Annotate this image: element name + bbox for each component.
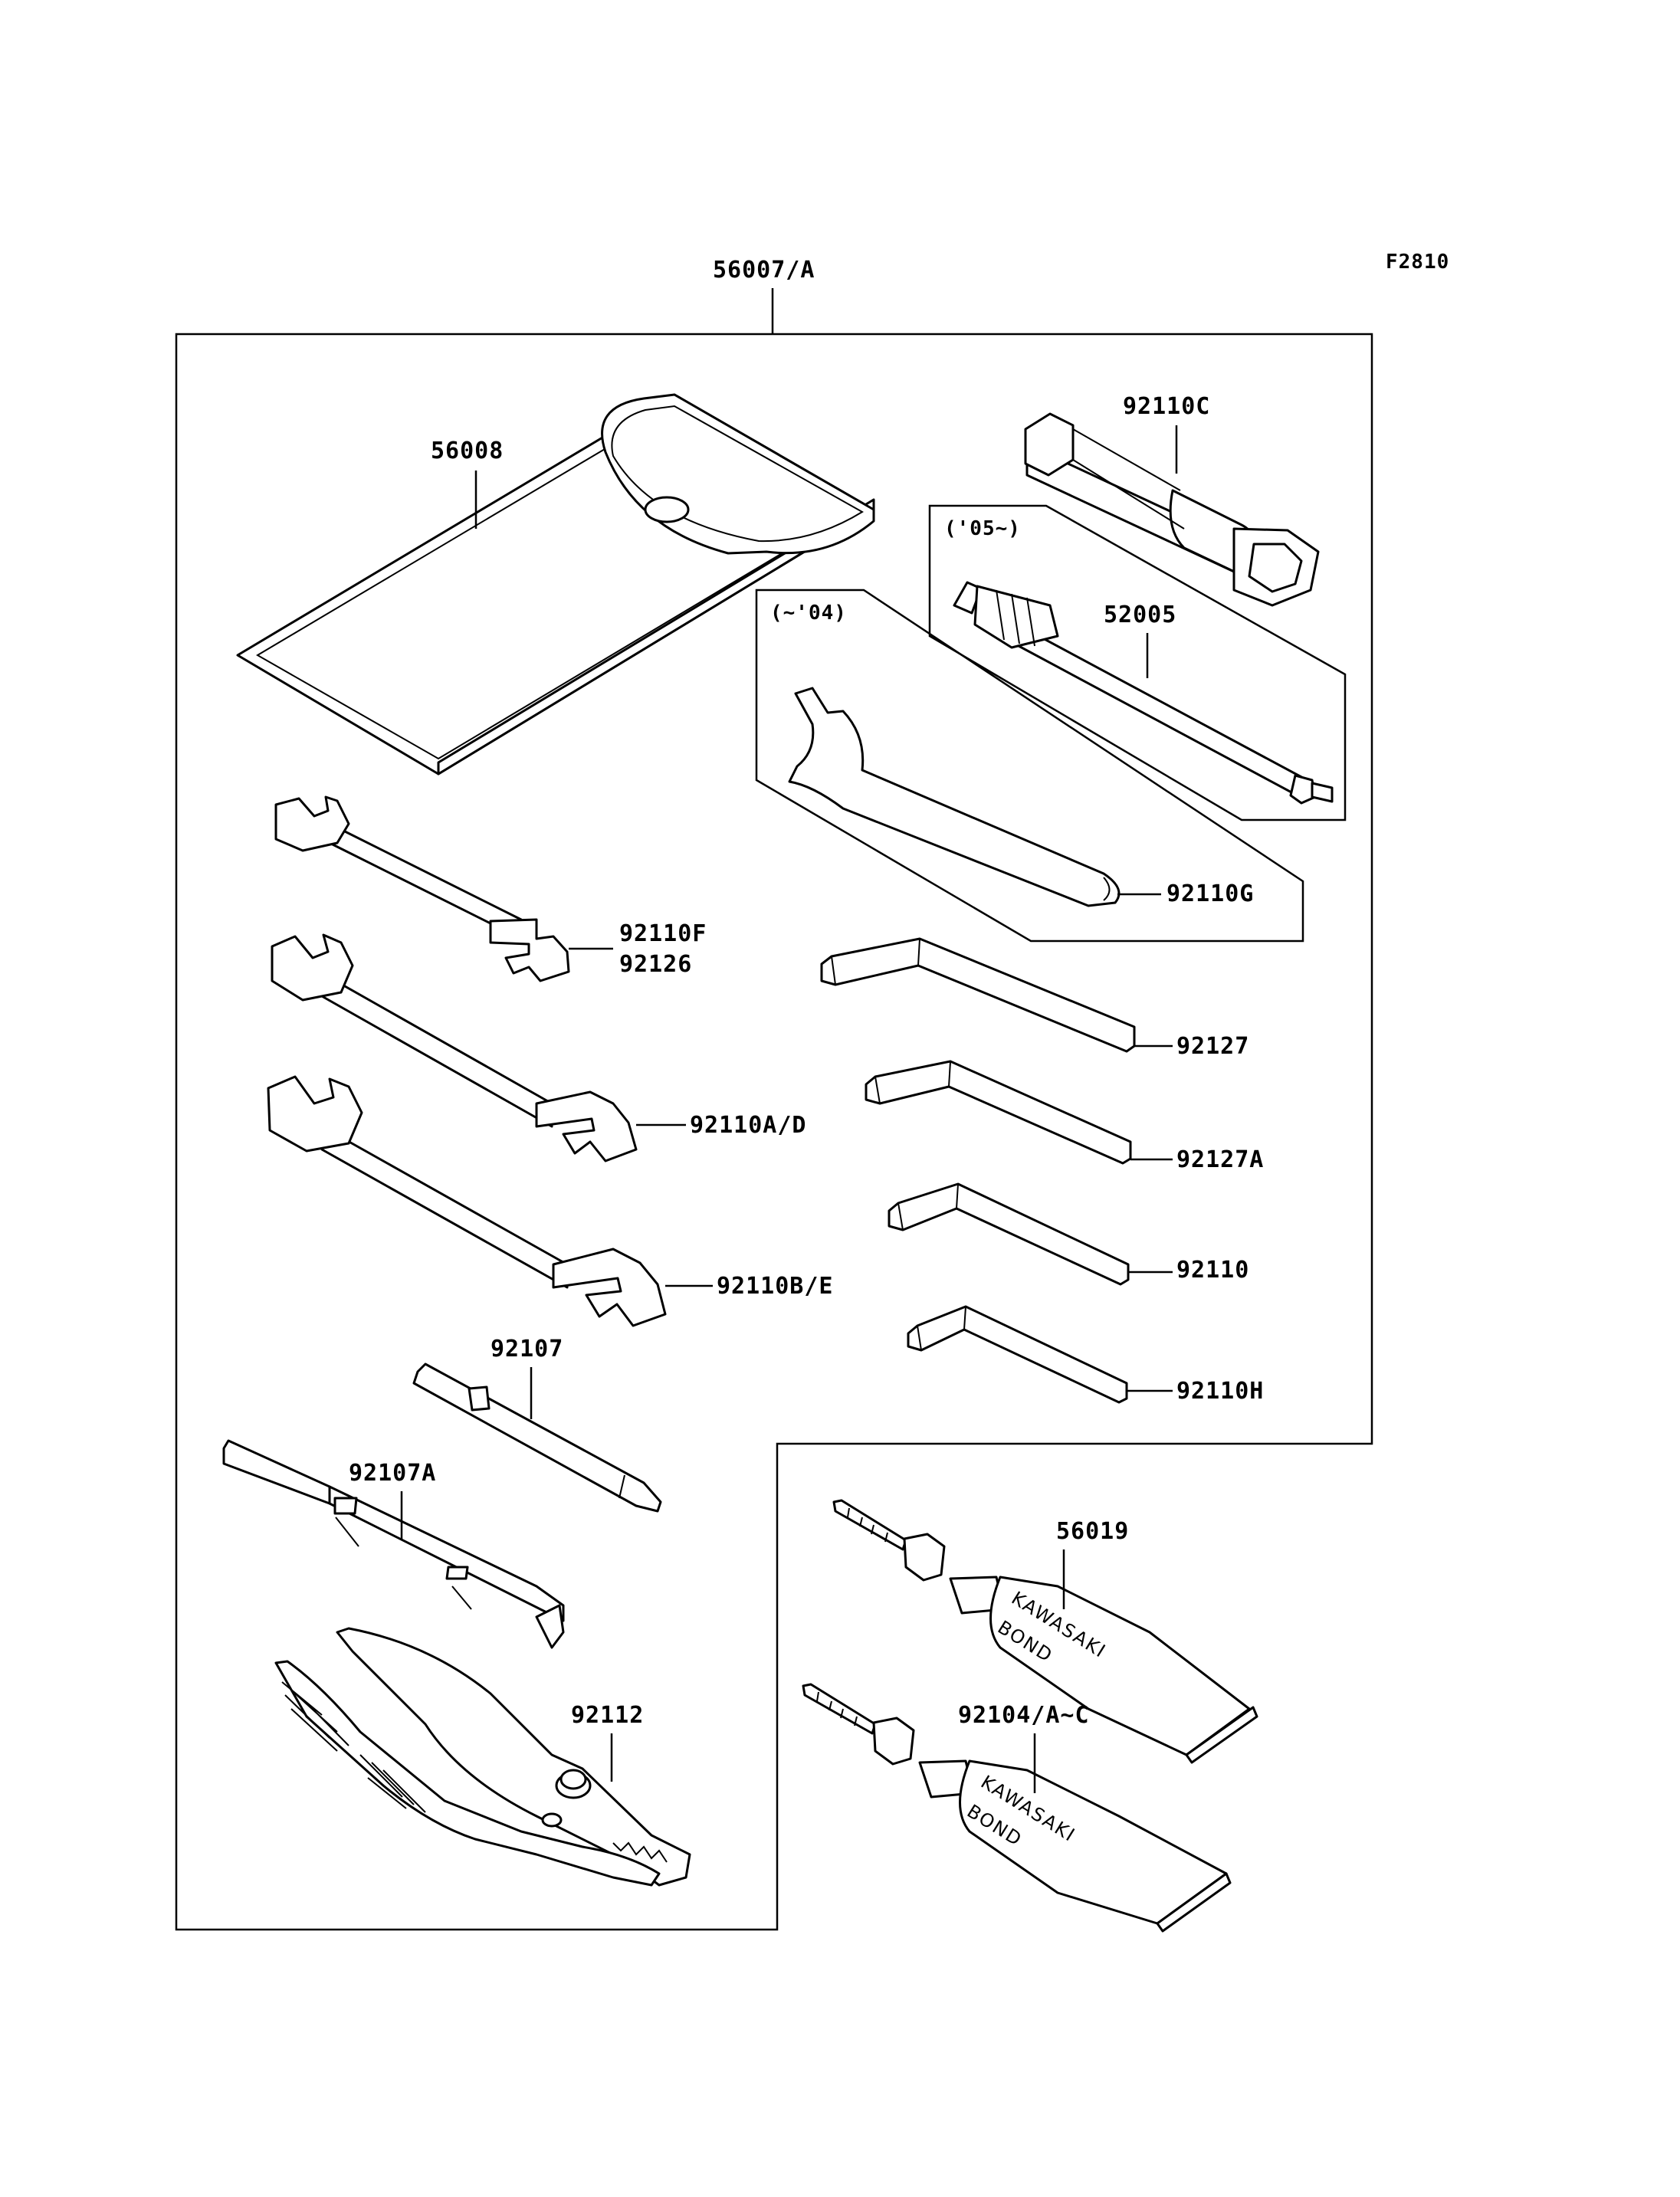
callout-92107A: 92107A bbox=[349, 1460, 436, 1487]
callout-92110AD: 92110A/D bbox=[690, 1112, 807, 1139]
open-end-wrench-large-icon bbox=[267, 1075, 667, 1327]
frame-to-04 bbox=[755, 589, 1304, 943]
pliers-icon bbox=[274, 1627, 691, 1887]
tool-pouch-icon bbox=[236, 393, 875, 776]
hex-key-2-icon bbox=[865, 1060, 1132, 1165]
bond-tube-2-icon: KAWASAKI BOND bbox=[802, 1683, 1232, 1933]
plug-wrench-icon bbox=[1024, 412, 1320, 607]
hex-key-4-icon bbox=[907, 1305, 1128, 1404]
callout-92110G: 92110G bbox=[1166, 880, 1254, 907]
callout-56008: 56008 bbox=[431, 438, 504, 464]
callout-92107: 92107 bbox=[491, 1336, 563, 1362]
screwdriver-handle-icon bbox=[222, 1439, 565, 1649]
frame-from-05 bbox=[928, 504, 1347, 821]
hex-key-3-icon bbox=[888, 1182, 1130, 1286]
open-end-wrench-small-icon bbox=[274, 795, 570, 982]
callout-to-04: (~'04) bbox=[770, 602, 847, 625]
callout-92110H: 92110H bbox=[1176, 1378, 1264, 1405]
hex-key-1-icon bbox=[820, 937, 1136, 1053]
figure-code: F2810 bbox=[1386, 251, 1449, 274]
callout-92110C: 92110C bbox=[1123, 393, 1210, 420]
hook-wrench-icon bbox=[788, 687, 1121, 907]
callout-52005: 52005 bbox=[1104, 602, 1176, 628]
callout-92127A: 92127A bbox=[1176, 1146, 1264, 1173]
callout-92110: 92110 bbox=[1176, 1257, 1249, 1284]
screwdriver-bit-icon bbox=[412, 1362, 662, 1513]
callout-92104AC: 92104/A~C bbox=[958, 1702, 1090, 1729]
callout-92110F: 92110F bbox=[619, 920, 707, 947]
callout-92126: 92126 bbox=[619, 951, 692, 978]
kit-frame bbox=[175, 333, 1373, 1931]
open-end-wrench-medium-icon bbox=[271, 933, 638, 1162]
callout-from-05: ('05~) bbox=[944, 517, 1021, 540]
bond-tube-1-icon: KAWASAKI BOND bbox=[832, 1499, 1258, 1764]
handle-bar-icon bbox=[953, 581, 1334, 805]
callout-92110BE: 92110B/E bbox=[717, 1273, 834, 1300]
callout-56019: 56019 bbox=[1056, 1518, 1129, 1545]
callout-92112: 92112 bbox=[571, 1702, 644, 1729]
kit-label: 56007/A bbox=[713, 257, 815, 284]
callout-92127: 92127 bbox=[1176, 1033, 1249, 1060]
